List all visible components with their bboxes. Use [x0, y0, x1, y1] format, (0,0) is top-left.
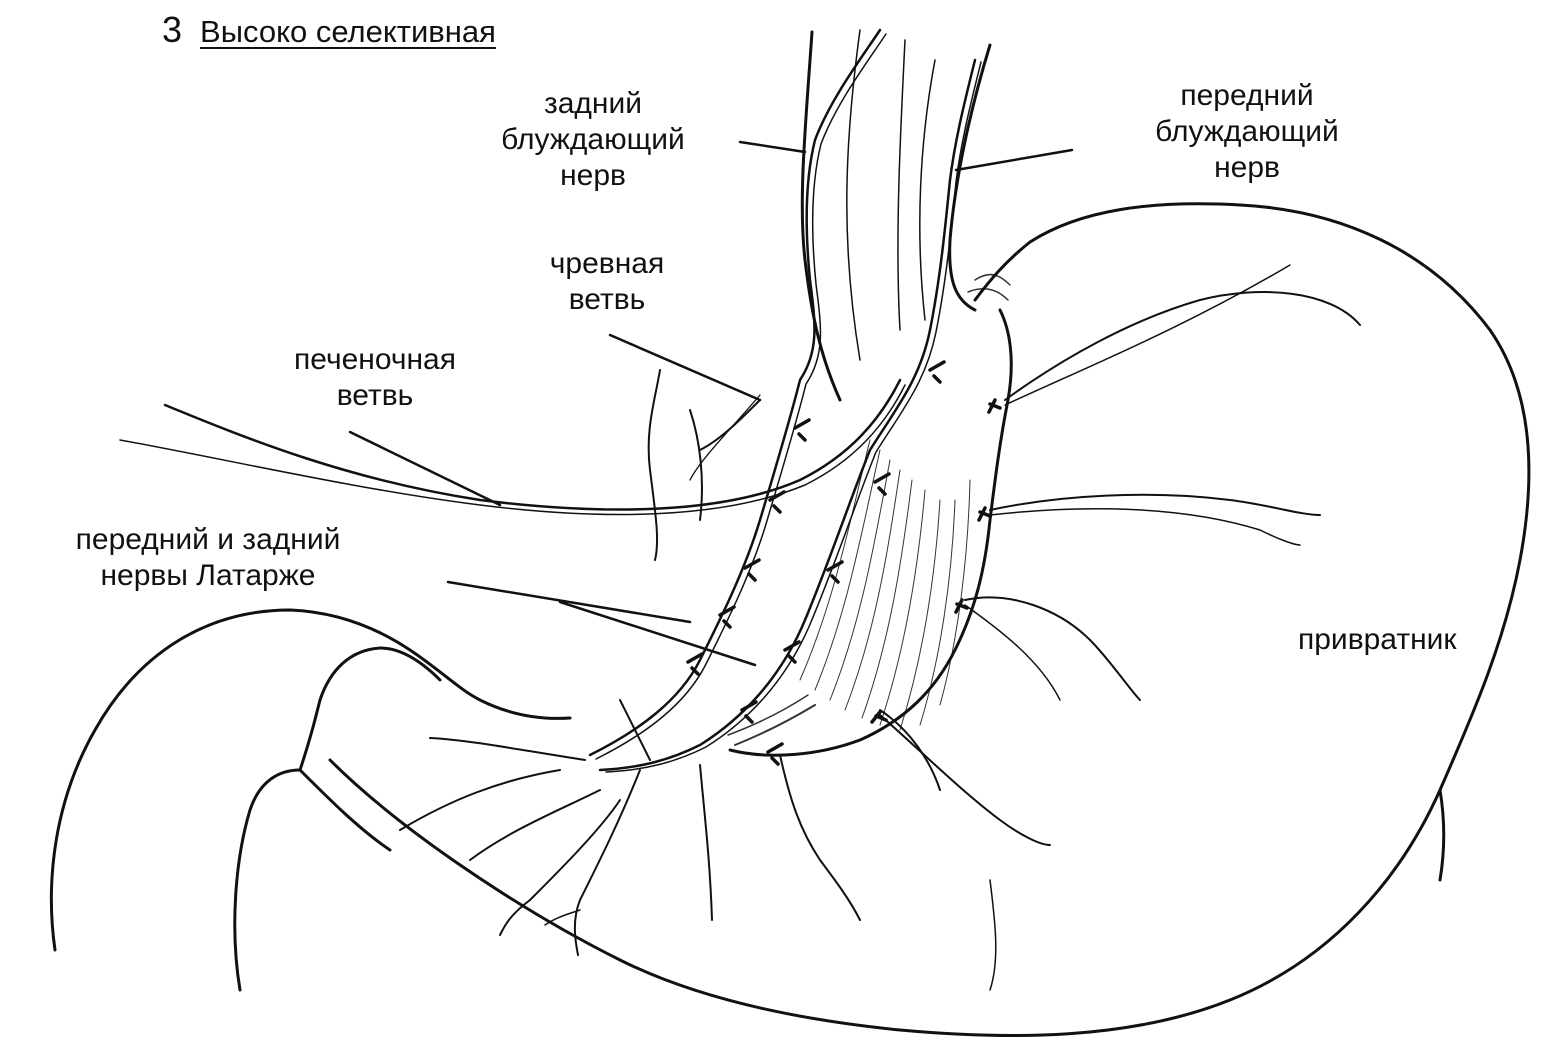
- leader-hepatic-branch: [350, 432, 500, 505]
- ligation-clips: [688, 362, 1000, 764]
- title-text: Высоко селективная: [200, 14, 496, 49]
- leader-posterior-vagus: [740, 142, 805, 152]
- label-line: ветвь: [250, 378, 500, 414]
- celiac-branch-vessel: [649, 370, 760, 560]
- leader-latarjet-anterior: [448, 582, 690, 622]
- leader-celiac-branch: [610, 335, 760, 400]
- label-line: нерв: [458, 158, 728, 194]
- title-number: 3: [162, 9, 182, 50]
- label-line: передний и задний: [8, 522, 408, 558]
- label-latarjet-nerves: передний и задний нервы Латарже: [8, 522, 408, 594]
- antral-branches: [400, 700, 712, 955]
- label-line: задний: [458, 86, 728, 122]
- label-line: чревная: [512, 246, 702, 282]
- label-line: печеночная: [250, 342, 500, 378]
- greater-curvature-branches: [780, 265, 1360, 920]
- label-line: нерв: [1112, 150, 1382, 186]
- leader-anterior-vagus: [956, 150, 1072, 170]
- label-posterior-vagus: задний блуждающий нерв: [458, 86, 728, 194]
- label-pylorus: привратник: [1298, 622, 1457, 658]
- label-celiac-branch: чревная ветвь: [512, 246, 702, 318]
- diagram-title: 3 Высоко селективная: [162, 12, 496, 50]
- label-line: нервы Латарже: [8, 558, 408, 594]
- label-line: блуждающий: [1112, 114, 1382, 150]
- label-line: ветвь: [512, 282, 702, 318]
- stomach-outline: [51, 204, 1529, 1036]
- hepatic-branch-nerve: [120, 380, 905, 515]
- label-line: блуждающий: [458, 122, 728, 158]
- esophagus-outline: [802, 30, 990, 400]
- label-hepatic-branch: печеночная ветвь: [250, 342, 500, 414]
- label-anterior-vagus: передний блуждающий нерв: [1112, 78, 1382, 186]
- label-line: передний: [1112, 78, 1382, 114]
